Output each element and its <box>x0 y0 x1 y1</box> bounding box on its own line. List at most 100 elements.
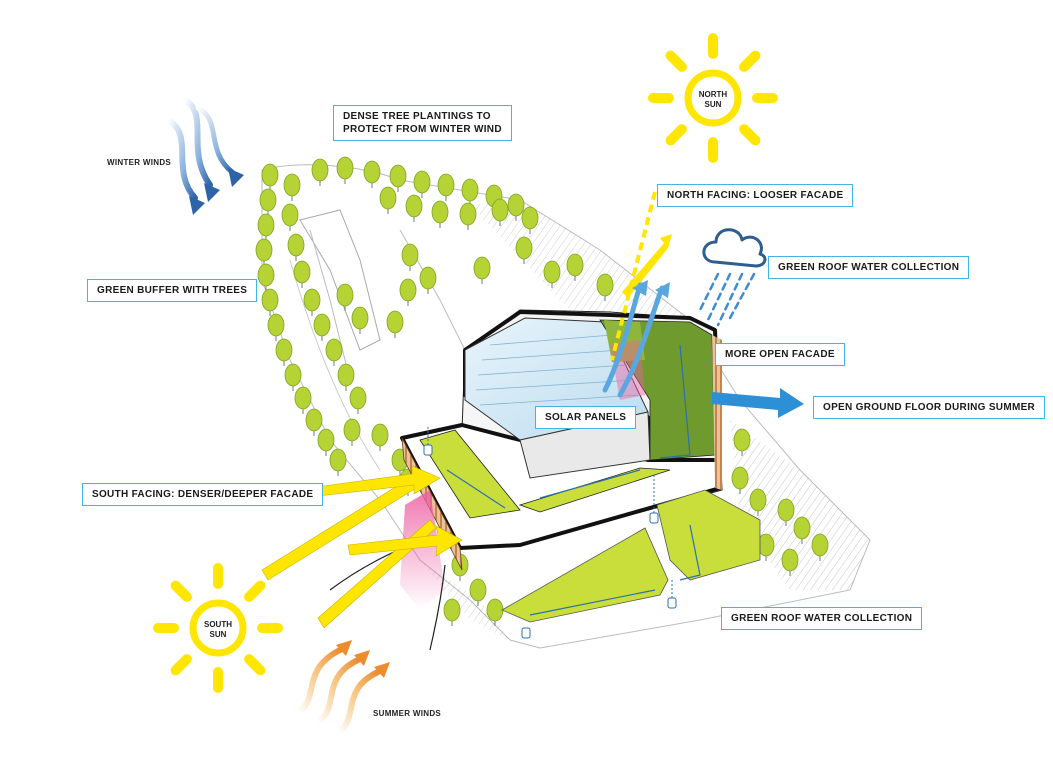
tree-icon <box>379 186 397 210</box>
tree-icon <box>281 203 299 227</box>
south-sun-ray <box>213 667 223 693</box>
tree-icon <box>275 338 293 362</box>
north-sun-ray <box>708 137 718 163</box>
south-sun-ray <box>170 580 192 602</box>
winter-winds-icon <box>165 97 235 201</box>
tree-icon <box>336 283 354 307</box>
tree-icon <box>731 466 749 490</box>
south-sun-ray <box>244 580 266 602</box>
summer-winds-label: SUMMER WINDS <box>373 709 442 718</box>
south-sun-ray <box>170 654 192 676</box>
tree-icon <box>459 202 477 226</box>
tree-icon <box>507 193 525 217</box>
dense-trees-line-2: PROTECT FROM WINTER WIND <box>343 124 502 135</box>
tree-icon <box>515 236 533 260</box>
tree-icon <box>777 498 795 522</box>
tree-icon <box>294 386 312 410</box>
tree-icon <box>313 313 331 337</box>
tree-icon <box>287 233 305 257</box>
tree-icon <box>419 266 437 290</box>
south-sun-rays <box>261 465 463 629</box>
north-sun-label-2: SUN <box>705 100 722 109</box>
tree-icon <box>257 213 275 237</box>
tree-icon <box>386 310 404 334</box>
tree-icon <box>486 598 504 622</box>
tree-icon <box>405 194 423 218</box>
north-airflow-arrows <box>602 282 665 398</box>
tree-icon <box>255 238 273 262</box>
tree-icon <box>283 173 301 197</box>
tree-icon <box>257 263 275 287</box>
tree-icon <box>793 516 811 540</box>
tree-icon <box>543 260 561 284</box>
tree-icon <box>811 533 829 557</box>
tree-icon <box>305 408 323 432</box>
tree-icon <box>461 178 479 202</box>
tree-icon <box>431 200 449 224</box>
tree-icon <box>351 306 369 330</box>
south-sun-ray <box>244 654 266 676</box>
north-sun-icon: NORTH SUN <box>648 33 778 163</box>
north-sun-ray <box>752 93 778 103</box>
north-sun-ray <box>665 124 687 146</box>
tree-icon <box>389 164 407 188</box>
tree-icon <box>491 198 509 222</box>
tree-icon <box>325 338 343 362</box>
south-sun-ray <box>257 623 283 633</box>
tree-icon <box>363 160 381 184</box>
north-sun-ray <box>665 50 687 72</box>
dense-trees-callout: DENSE TREE PLANTINGS TO PROTECT FROM WIN… <box>333 105 512 141</box>
tree-icon <box>399 278 417 302</box>
green-roof-water-top-callout: GREEN ROOF WATER COLLECTION <box>768 256 970 279</box>
tree-icon <box>521 206 539 230</box>
tree-icon <box>261 163 279 187</box>
open-ground-floor-arrow <box>712 388 804 418</box>
tree-icon <box>401 243 419 267</box>
summer-winds-icon <box>295 647 381 735</box>
tree-icon <box>437 173 455 197</box>
tree-icon <box>413 170 431 194</box>
tree-icon <box>443 598 461 622</box>
solar-panels-callout: SOLAR PANELS <box>535 406 637 429</box>
tree-icon <box>343 418 361 442</box>
dense-trees-line-1: DENSE TREE PLANTINGS TO <box>343 111 491 122</box>
rain-cloud-icon <box>698 228 767 327</box>
tree-icon <box>749 488 767 512</box>
north-sun-ray <box>739 50 761 72</box>
tree-icon <box>259 188 277 212</box>
more-open-facade-callout: MORE OPEN FACADE <box>715 343 845 366</box>
tree-icon <box>473 256 491 280</box>
tree-icon <box>566 253 584 277</box>
south-sun-label-2: SUN <box>210 630 227 639</box>
south-sun-ray <box>153 623 179 633</box>
south-sun-icon: SOUTH SUN <box>153 563 283 693</box>
south-shade-glow <box>400 490 445 610</box>
south-sun-ray <box>213 563 223 589</box>
green-buffer-callout: GREEN BUFFER WITH TREES <box>87 279 258 302</box>
north-sun-ray <box>610 191 672 361</box>
green-roof-water-bottom-callout: GREEN ROOF WATER COLLECTION <box>721 607 923 630</box>
tree-icon <box>733 428 751 452</box>
tree-icon <box>329 448 347 472</box>
tree-icon <box>336 156 354 180</box>
north-facing-callout: NORTH FACING: LOOSER FACADE <box>657 184 854 207</box>
open-ground-floor-callout: OPEN GROUND FLOOR DURING SUMMER <box>813 396 1046 419</box>
north-sun-ray <box>648 93 674 103</box>
tree-icon <box>261 288 279 312</box>
south-sun-label-1: SOUTH <box>204 620 232 629</box>
tree-icon <box>349 386 367 410</box>
south-facing-callout: SOUTH FACING: DENSER/DEEPER FACADE <box>82 483 324 506</box>
tree-icon <box>293 260 311 284</box>
tree-icon <box>317 428 335 452</box>
tree-icon <box>303 288 321 312</box>
north-sun-ray <box>708 33 718 59</box>
tree-icon <box>781 548 799 572</box>
tree-icon <box>311 158 329 182</box>
north-sun-label-1: NORTH <box>699 90 728 99</box>
tree-icon <box>267 313 285 337</box>
tree-icon <box>371 423 389 447</box>
north-sun-ray <box>739 124 761 146</box>
winter-winds-label: WINTER WINDS <box>107 158 172 167</box>
tree-icon <box>596 273 614 297</box>
